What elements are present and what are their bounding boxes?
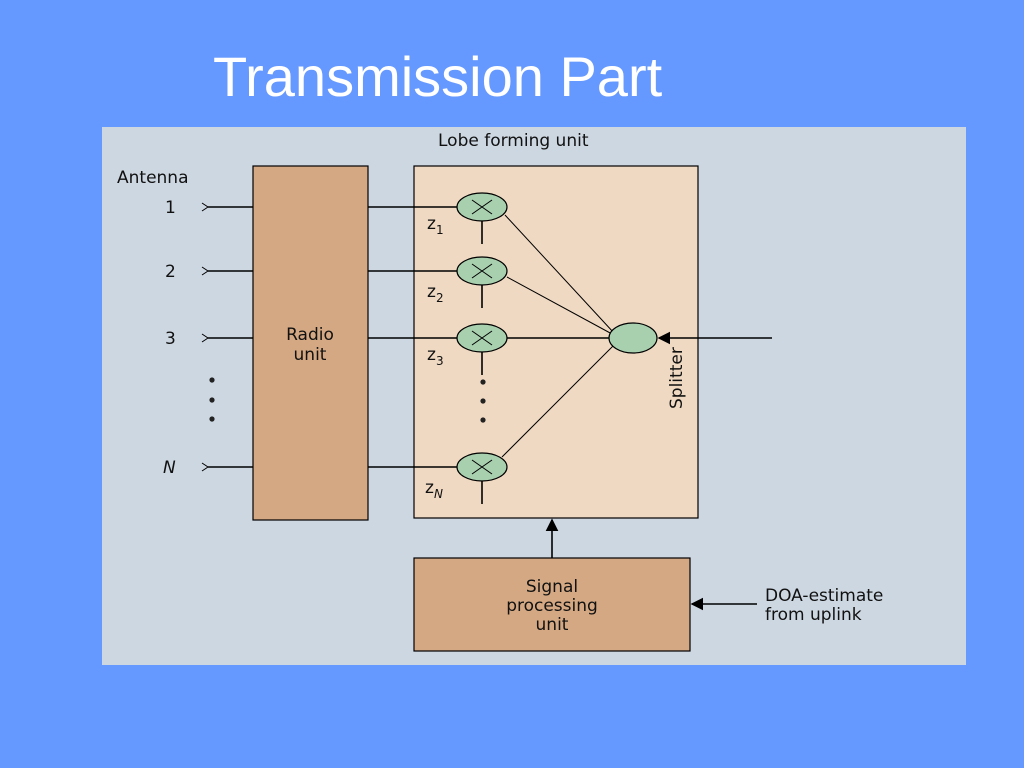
splitter-node-icon bbox=[608, 322, 658, 354]
doa-label-line1: DOA-estimate bbox=[765, 586, 883, 606]
antenna-symbol-3 bbox=[201, 333, 209, 343]
antenna-ellipsis-dot bbox=[209, 416, 215, 422]
doa-label-line2: from uplink bbox=[765, 605, 862, 625]
multiplier-icon bbox=[456, 256, 508, 286]
weight-label-z1: z1 bbox=[427, 214, 444, 237]
antenna-symbol-n bbox=[201, 462, 209, 472]
multiplier-ellipsis-dot bbox=[480, 417, 486, 423]
weight-label-z2: z2 bbox=[427, 282, 444, 305]
multiplier-icon bbox=[456, 452, 508, 482]
combine-line-1 bbox=[504, 214, 615, 334]
block-diagram: Lobe forming unit Antenna 1 2 3 N Radio … bbox=[117, 131, 883, 652]
splitter-label: Splitter bbox=[667, 347, 687, 409]
weight-label-zn: zN bbox=[425, 478, 443, 501]
antenna-symbol-1 bbox=[201, 202, 209, 212]
signal-unit-label-line2: processing bbox=[506, 596, 598, 616]
antenna-number-3: 3 bbox=[165, 329, 176, 349]
antenna-ellipsis-dot bbox=[209, 397, 215, 403]
diagram-panel: Lobe forming unit Antenna 1 2 3 N Radio … bbox=[102, 127, 966, 665]
antenna-label: Antenna bbox=[117, 168, 189, 188]
multiplier-ellipsis-dot bbox=[480, 379, 486, 385]
antenna-number-n: N bbox=[163, 458, 176, 478]
multiplier-icon bbox=[456, 323, 508, 353]
combine-line-n bbox=[501, 344, 615, 458]
weight-label-z3: z3 bbox=[427, 345, 444, 368]
radio-unit-box bbox=[252, 165, 369, 521]
combine-line-2 bbox=[506, 276, 613, 335]
signal-unit-label-line3: unit bbox=[536, 615, 569, 635]
signal-unit-label-line1: Signal bbox=[526, 577, 578, 597]
signal-processing-unit-box bbox=[413, 557, 691, 652]
slide-title: Transmission Part bbox=[213, 45, 663, 108]
antenna-number-2: 2 bbox=[165, 262, 176, 282]
radio-unit-label-line2: unit bbox=[294, 345, 327, 365]
multiplier-icon bbox=[456, 192, 508, 222]
antenna-number-1: 1 bbox=[165, 198, 176, 218]
antenna-ellipsis-dot bbox=[209, 377, 215, 383]
antenna-symbol-2 bbox=[201, 266, 209, 276]
multiplier-ellipsis-dot bbox=[480, 398, 486, 404]
lobe-forming-unit-label: Lobe forming unit bbox=[438, 131, 589, 151]
radio-unit-label-line1: Radio bbox=[286, 325, 334, 345]
